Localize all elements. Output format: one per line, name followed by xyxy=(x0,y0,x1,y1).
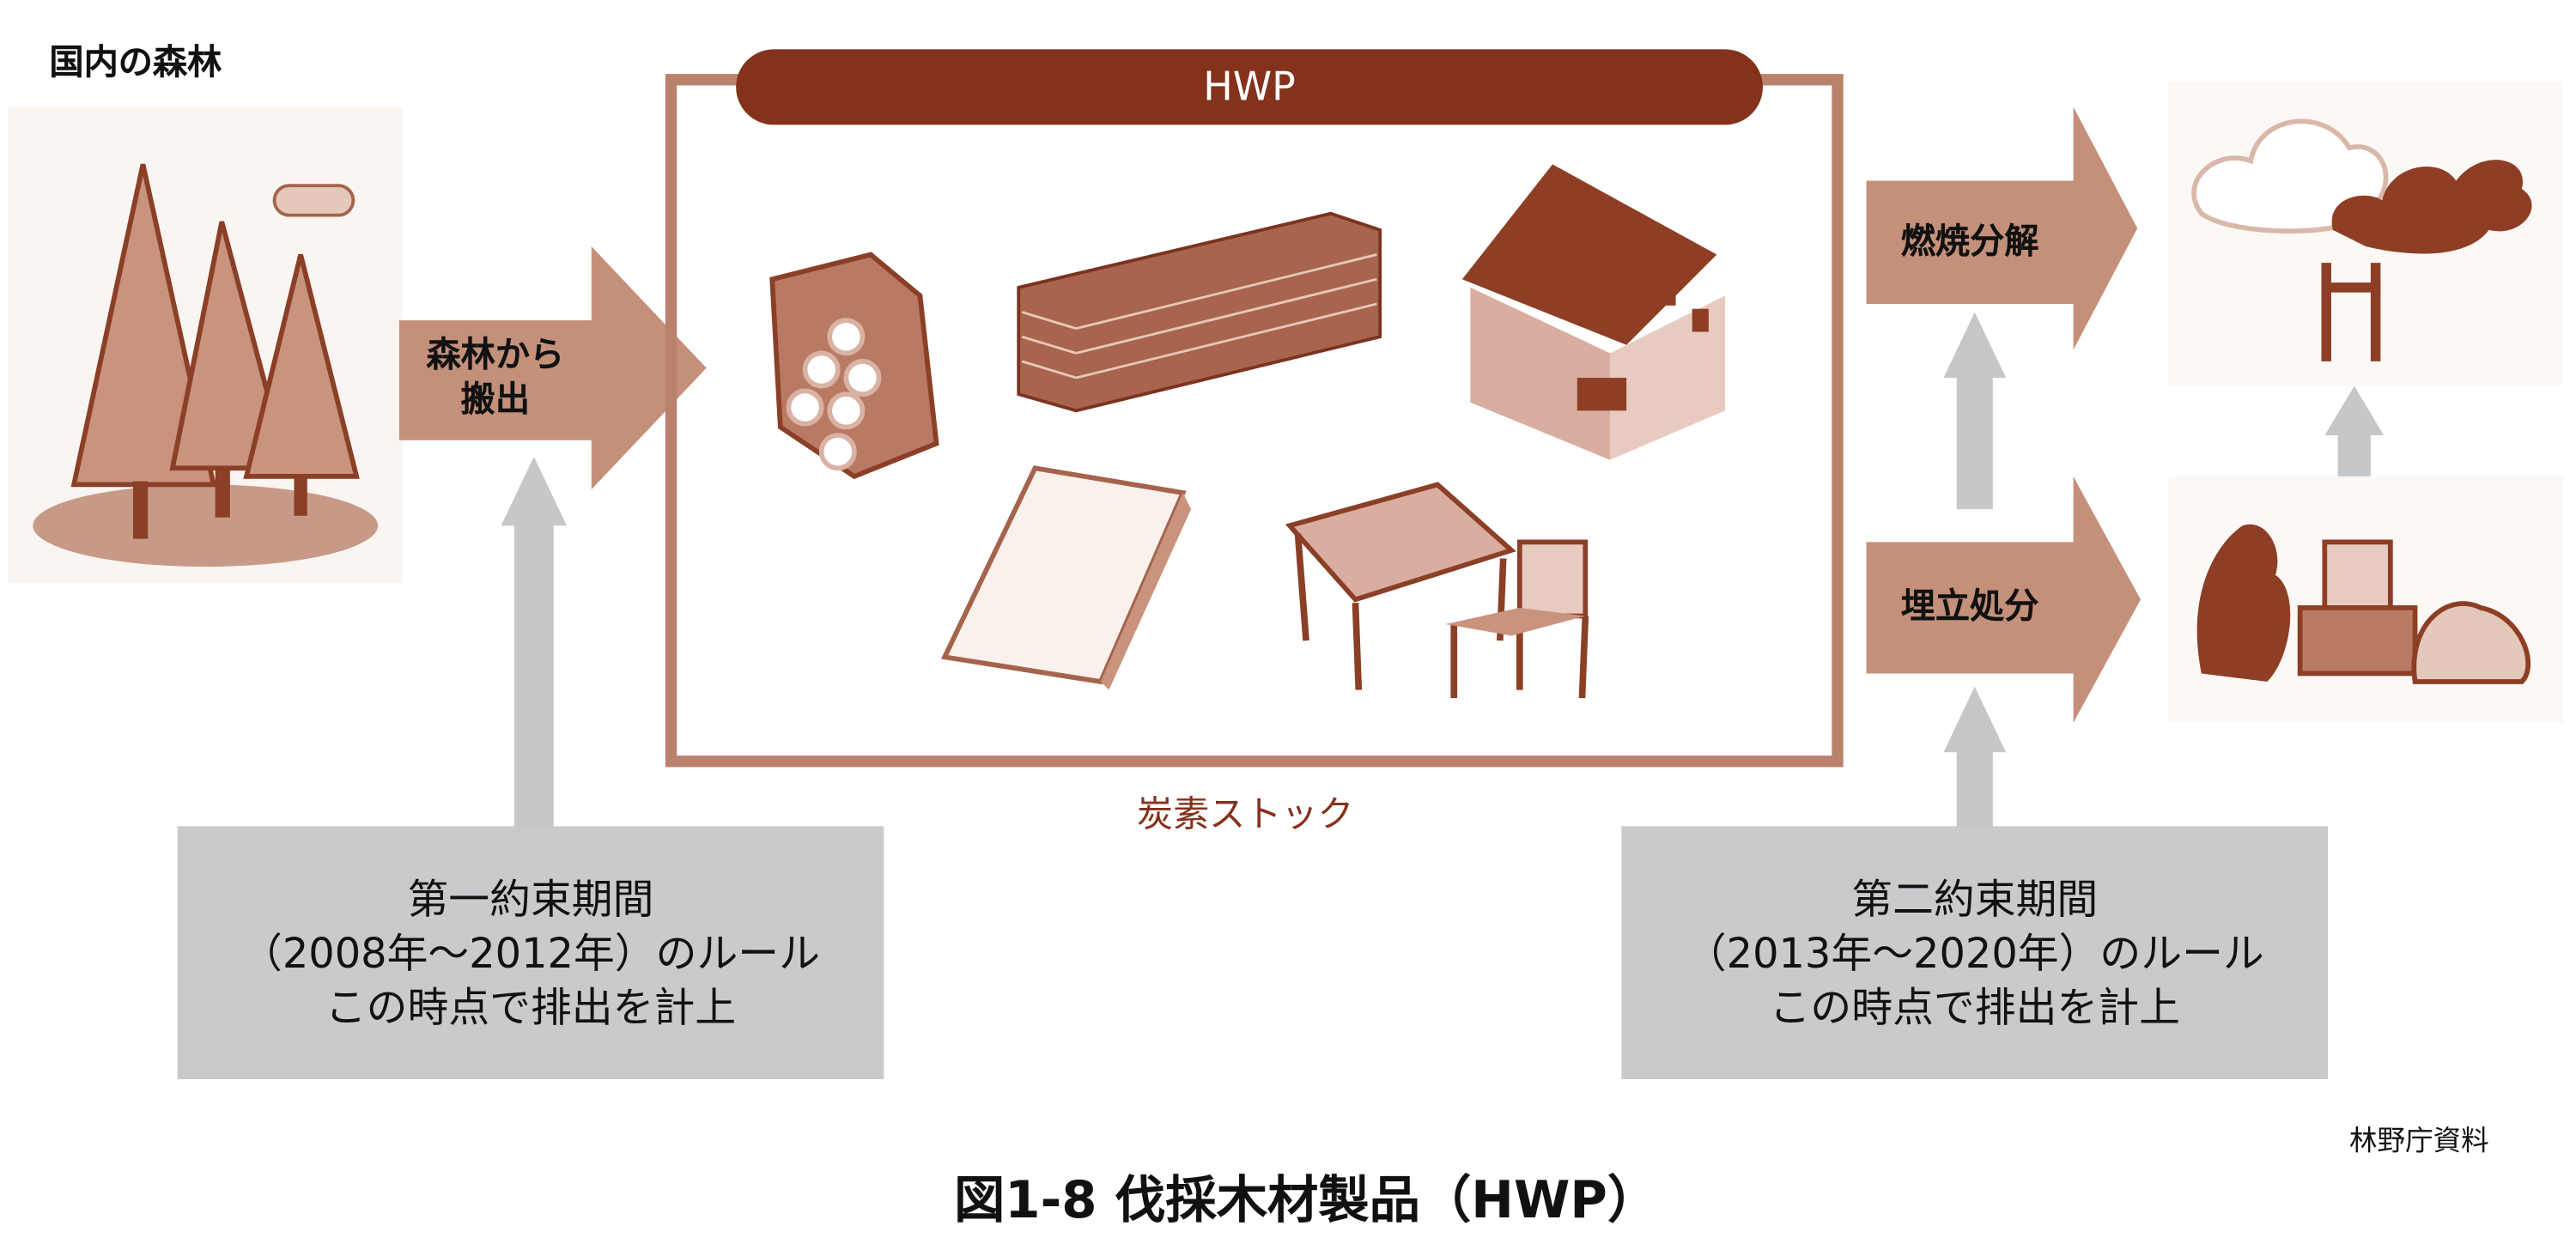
harvest-label-line1: 森林から xyxy=(426,334,565,374)
forest-label: 国内の森林 xyxy=(49,42,222,82)
landfill-arrow xyxy=(1866,476,2142,723)
chimney-smoke-illustration xyxy=(2168,82,2563,386)
combustion-label: 燃焼分解 xyxy=(1900,221,2039,261)
first-period-note: この時点で排出を計上 xyxy=(325,983,737,1031)
landfill-illustration xyxy=(2168,476,2563,723)
carbon-stock-label: 炭素ストック xyxy=(1136,795,1354,836)
harvest-label-line2: 搬出 xyxy=(460,379,531,419)
second-period-years: （2013年〜2020年）のルール xyxy=(1685,928,2264,977)
second-period-note: この時点で排出を計上 xyxy=(1769,983,2180,1031)
combustion-arrow xyxy=(1866,106,2138,350)
second-period-up-arrow xyxy=(1943,686,2007,830)
landfill-to-smoke-up-arrow xyxy=(2324,385,2385,500)
second-commitment-period-box: 第二約束期間 （2013年〜2020年）のルール この時点で排出を計上 xyxy=(1621,826,2329,1080)
first-commitment-period-box: 第一約束期間 （2008年〜2012年）のルール この時点で排出を計上 xyxy=(177,826,884,1080)
landfill-to-combustion-up-arrow xyxy=(1943,312,2007,510)
first-period-years: （2008年〜2012年）のルール xyxy=(241,928,820,977)
lumber-stack-illustration xyxy=(1017,211,1382,413)
harvest-arrow xyxy=(398,246,707,490)
forest-illustration xyxy=(8,106,403,584)
figure-caption: 図1-8 伐採木材製品（HWP） xyxy=(953,1171,1659,1231)
source-note: 林野庁資料 xyxy=(2349,1125,2489,1158)
landfill-label: 埋立処分 xyxy=(1900,586,2039,627)
first-period-up-arrow xyxy=(501,456,568,830)
desk-chair-illustration xyxy=(1285,482,1589,699)
first-period-title: 第一約束期間 xyxy=(407,874,654,923)
logs-illustration xyxy=(769,252,939,480)
second-period-title: 第二約束期間 xyxy=(1851,874,2099,923)
harvest-arrow-label: 森林から 搬出 xyxy=(399,313,592,444)
board-illustration xyxy=(940,465,1192,690)
house-illustration xyxy=(1461,164,1725,460)
hwp-title-bar: HWP xyxy=(736,49,1763,125)
